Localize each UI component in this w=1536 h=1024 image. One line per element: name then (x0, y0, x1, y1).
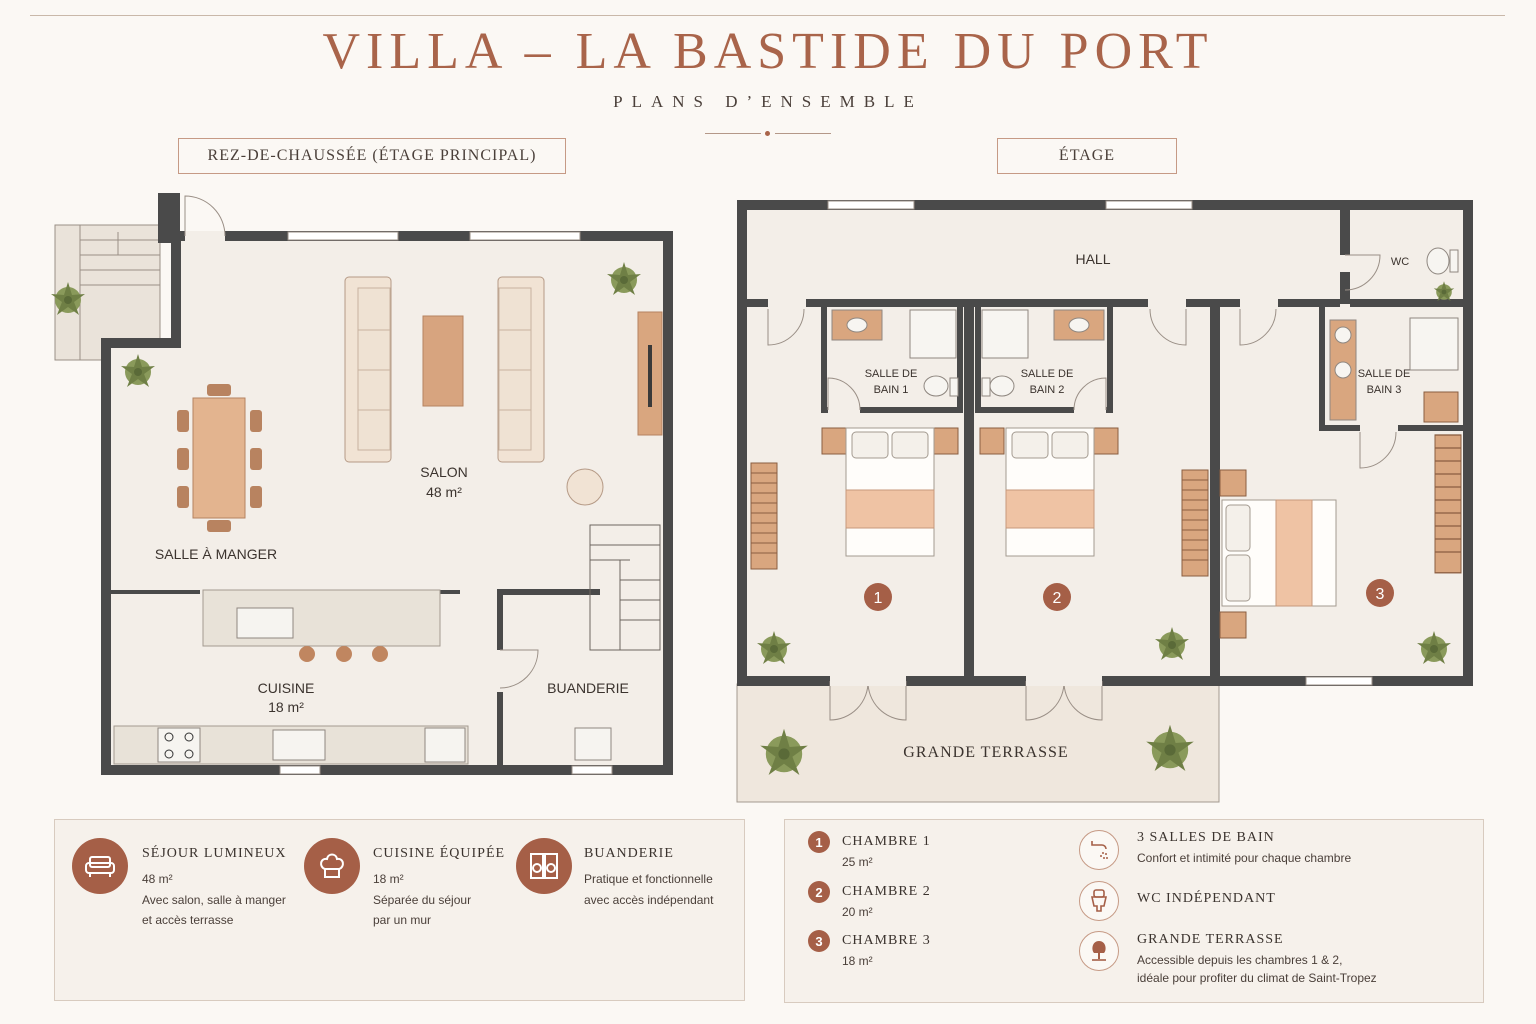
terrace-area (736, 683, 1220, 803)
room-label-terrace: GRANDE TERRASSE (903, 744, 1068, 761)
top-rule (30, 15, 1505, 16)
bed-2 (1005, 427, 1095, 557)
page-subtitle: PLANS D’ENSEMBLE (613, 92, 923, 111)
legend-text: Confort et intimité pour chaque chambre (1137, 851, 1352, 865)
legend-title: CHAMBRE 1 (842, 834, 931, 849)
legend-text: Avec salon, salle à manger (142, 893, 286, 907)
bedroom-marker-3: 3 (1376, 586, 1385, 603)
entry-door (184, 195, 226, 237)
toilet-icon (1079, 881, 1119, 921)
legend-text: 18 m² (842, 954, 873, 968)
wardrobe (1181, 469, 1209, 577)
room-label-salon: SALON (420, 464, 467, 480)
upper-floor-label: ÉTAGE (997, 138, 1177, 174)
legend-text: par un mur (373, 913, 432, 927)
legend-text: Pratique et fonctionnelle (584, 872, 713, 886)
exterior-walls (737, 200, 1473, 686)
bedroom-marker-1: 1 (874, 590, 883, 607)
window (1305, 676, 1373, 686)
legend-text: et accès terrasse (142, 913, 234, 927)
legend-title: CHAMBRE 3 (842, 933, 931, 948)
legend-text: Séparée du séjour (373, 893, 472, 907)
legend-title: SÉJOUR LUMINEUX (142, 846, 287, 861)
room-number-badge: 3 (808, 930, 830, 952)
window (469, 231, 581, 241)
armchair (566, 468, 604, 506)
room-label-bath2-line2: BAIN 2 (1030, 384, 1065, 396)
tree-icon (1079, 931, 1119, 971)
legend-text: 20 m² (842, 905, 873, 919)
room-label-bath1-line2: BAIN 1 (874, 384, 909, 396)
bed-3 (1221, 499, 1337, 607)
wardrobe (750, 462, 778, 570)
legend-text: 48 m² (142, 872, 173, 886)
room-number-badge: 1 (808, 831, 830, 853)
room-number-badge: 2 (808, 881, 830, 903)
page-title: VILLA – LA BASTIDE DU PORT (322, 23, 1214, 80)
room-label-bath2-line1: SALLE DE (1021, 368, 1074, 380)
ornament-dot (765, 131, 770, 136)
sofa-icon (72, 838, 128, 894)
legend-text: 18 m² (373, 872, 404, 886)
room-label-bath3-line1: SALLE DE (1358, 368, 1411, 380)
room-label-kitchen: CUISINE (258, 680, 315, 696)
legend-text: Accessible depuis les chambres 1 & 2, (1137, 953, 1343, 967)
room-area-salon: 48 m² (426, 484, 462, 500)
exterior-walls (101, 231, 673, 775)
legend-title: BUANDERIE (584, 846, 674, 861)
legend-text: idéale pour profiter du climat de Saint-… (1137, 971, 1377, 985)
window (827, 200, 915, 210)
wardrobe (1434, 434, 1462, 574)
legend-text: avec accès indépendant (584, 893, 714, 907)
room-label-bath3-line2: BAIN 3 (1367, 384, 1402, 396)
legend-ground-floor (54, 819, 745, 1001)
ornament-line-right (775, 133, 831, 134)
washing-machine-icon (516, 838, 572, 894)
bed-1 (845, 427, 935, 557)
ground-floor-plan: SALON 48 m² SALLE À MANGER CUISINE 18 m²… (51, 193, 673, 775)
room-label-hall: HALL (1075, 251, 1110, 267)
window (287, 231, 399, 241)
laundry-door (499, 649, 539, 689)
ground-floor-label: REZ-DE-CHAUSSÉE (ÉTAGE PRINCIPAL) (178, 138, 566, 174)
legend-title: CHAMBRE 2 (842, 884, 931, 899)
legend-title: GRANDE TERRASSE (1137, 932, 1284, 947)
legend-text: 25 m² (842, 855, 873, 869)
shower-icon (1079, 830, 1119, 870)
room-label-wc: WC (1391, 256, 1409, 268)
legend-title: WC INDÉPENDANT (1137, 891, 1276, 906)
room-area-kitchen: 18 m² (268, 699, 304, 715)
window (571, 765, 613, 775)
room-label-bath1-line1: SALLE DE (865, 368, 918, 380)
room-label-dining: SALLE À MANGER (155, 546, 277, 562)
legend-upper-floor (784, 819, 1484, 1003)
legend-title: CUISINE ÉQUIPÉE (373, 846, 506, 861)
window (1105, 200, 1193, 210)
room-label-laundry: BUANDERIE (547, 680, 629, 696)
dining-table (192, 397, 246, 519)
bedroom-marker-2: 2 (1053, 590, 1062, 607)
legend-title: 3 SALLES DE BAIN (1137, 830, 1275, 845)
chef-hat-icon (304, 838, 360, 894)
upper-floor-plan: 1 2 3 HALL WC SALLE DE BAIN 1 SALLE DE B… (736, 200, 1473, 803)
window (279, 765, 321, 775)
coffee-table (422, 315, 464, 407)
ornament-line-left (705, 133, 761, 134)
